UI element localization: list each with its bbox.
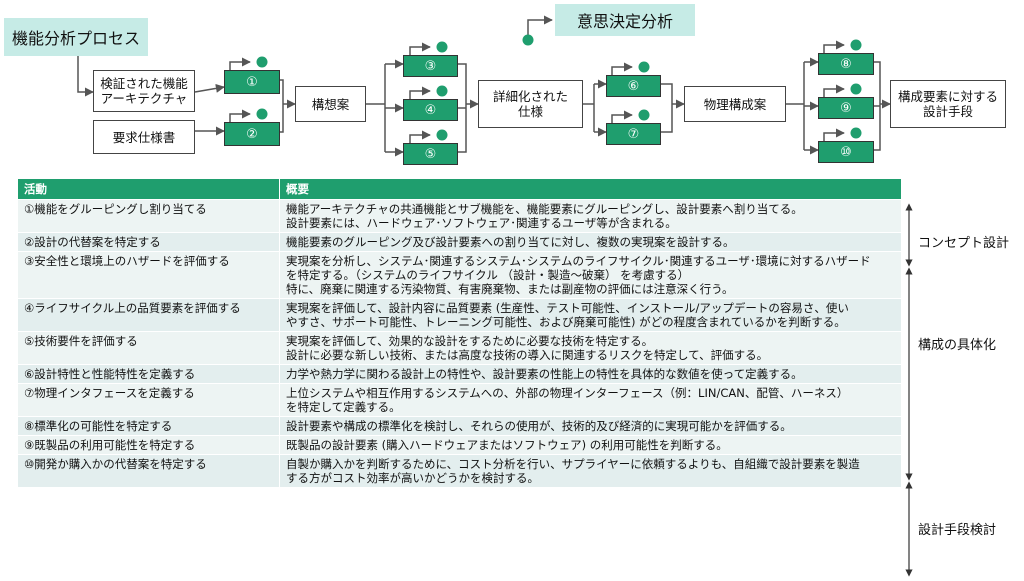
table-row: ①機能をグルーピングし割り当てる機能アーキテクチャの共通機能とサブ機能を、機能要… xyxy=(17,199,902,233)
summary-cell: 上位システムや相互作用するシステムへの、外部の物理インターフェース（例：LIN/… xyxy=(279,383,902,417)
header-summary: 概要 xyxy=(279,178,902,200)
summary-cell: 既製品の設計要素 (購入ハードウェアまたはソフトウェア) の利用可能性を判断する… xyxy=(279,435,902,455)
activities-table: 活動 概要 ①機能をグルーピングし割り当てる機能アーキテクチャの共通機能とサブ機… xyxy=(17,178,902,488)
summary-cell: 機能要素のグルーピング及び設計要素への割り当てに対し、複数の実現案を設計する。 xyxy=(279,232,902,252)
concept-plan-box: 構想案 xyxy=(295,86,366,122)
activity-cell: ①機能をグルーピングし割り当てる xyxy=(17,199,280,233)
step-box-2: ② xyxy=(224,122,280,146)
decision-analysis-callout: 意思決定分析 xyxy=(555,4,695,36)
table-row: ⑩開発か購入かの代替案を特定する自製か購入かを判断するために、コスト分析を行い、… xyxy=(17,454,902,488)
phase-brackets xyxy=(905,203,913,577)
summary-cell: 実現案を分析し、システム･関連するシステム･システムのライフサイクル･関連するユ… xyxy=(279,251,902,299)
summary-cell: 力学や熱力学に関わる設計上の特性や、設計要素の性能上の特性を具体的な数値を使って… xyxy=(279,364,902,384)
summary-cell: 自製か購入かを判断するために、コスト分析を行い、サプライヤーに依頼するよりも、自… xyxy=(279,454,902,488)
decision-dots xyxy=(256,34,862,141)
activity-cell: ⑧標準化の可能性を特定する xyxy=(17,416,280,436)
step-box-7: ⑦ xyxy=(606,123,661,145)
functional-analysis-process-callout: 機能分析プロセス xyxy=(4,18,148,56)
decision-dot-4 xyxy=(436,85,448,97)
step-box-9: ⑨ xyxy=(818,97,874,119)
decision-dot-1 xyxy=(256,56,268,68)
decision-dot-8 xyxy=(850,39,862,51)
step-box-3: ③ xyxy=(403,55,458,77)
decision-dot-3 xyxy=(436,41,448,53)
detailed-spec-box: 詳細化された 仕様 xyxy=(478,80,583,128)
decision-dot-10 xyxy=(850,127,862,139)
design-means-output-box: 構成要素に対する 設計手段 xyxy=(890,80,1006,128)
summary-cell: 設計要素や構成の標準化を検討し、それらの使用が、技術的及び経済的に実現可能かを評… xyxy=(279,416,902,436)
summary-cell: 実現案を評価して、効果的な設計をするために必要な技術を特定する。 設計に必要な新… xyxy=(279,331,902,365)
table-row: ⑨既製品の利用可能性を特定する既製品の設計要素 (購入ハードウェアまたはソフトウ… xyxy=(17,435,902,455)
activity-cell: ⑨既製品の利用可能性を特定する xyxy=(17,435,280,455)
physical-configuration-plan-box: 物理構成案 xyxy=(684,86,786,122)
process-flow-connectors xyxy=(77,15,891,157)
table-row: ⑥設計特性と性能特性を定義する力学や熱力学に関わる設計上の特性や、設計要素の性能… xyxy=(17,364,902,384)
phase-label-design-means: 設計手段検討 xyxy=(918,523,997,538)
step-box-5: ⑤ xyxy=(403,143,458,165)
table-row: ⑦物理インタフェースを定義する上位システムや相互作用するシステムへの、外部の物理… xyxy=(17,383,902,417)
decision-dot-9 xyxy=(850,83,862,95)
requirements-spec-box: 要求仕様書 xyxy=(93,120,195,154)
summary-cell: 実現案を評価して、設計内容に品質要素 (生産性、テスト可能性、インストール/アッ… xyxy=(279,298,902,332)
table-row: ⑧標準化の可能性を特定する設計要素や構成の標準化を検討し、それらの使用が、技術的… xyxy=(17,416,902,436)
step-box-10: ⑩ xyxy=(818,141,874,163)
decision-dot-5 xyxy=(436,129,448,141)
activity-cell: ②設計の代替案を特定する xyxy=(17,232,280,252)
step-box-6: ⑥ xyxy=(606,75,661,97)
decision-dot-legend xyxy=(522,34,534,46)
header-activity: 活動 xyxy=(17,178,280,200)
summary-cell: 機能アーキテクチャの共通機能とサブ機能を、機能要素にグルーピングし、設計要素へ割… xyxy=(279,199,902,233)
phase-label-concept-design: コンセプト設計 xyxy=(918,236,1010,251)
phase-label-configuration: 構成の具体化 xyxy=(918,338,997,353)
step-box-1: ① xyxy=(224,70,280,94)
step-box-4: ④ xyxy=(403,99,458,121)
decision-dot-7 xyxy=(638,109,650,121)
activity-cell: ⑥設計特性と性能特性を定義する xyxy=(17,364,280,384)
activity-cell: ⑩開発か購入かの代替案を特定する xyxy=(17,454,280,488)
decision-dot-2 xyxy=(256,108,268,120)
table-row: ③安全性と環境上のハザードを評価する実現案を分析し、システム･関連するシステム･… xyxy=(17,251,902,299)
activity-cell: ⑤技術要件を評価する xyxy=(17,331,280,365)
activity-cell: ④ライフサイクル上の品質要素を評価する xyxy=(17,298,280,332)
activity-cell: ⑦物理インタフェースを定義する xyxy=(17,383,280,417)
table-header-row: 活動 概要 xyxy=(17,178,902,200)
verified-functional-architecture-box: 検証された機能 アーキテクチャ xyxy=(93,70,195,112)
step-box-8: ⑧ xyxy=(818,53,874,75)
activity-cell: ③安全性と環境上のハザードを評価する xyxy=(17,251,280,299)
decision-dot-6 xyxy=(638,61,650,73)
table-row: ⑤技術要件を評価する実現案を評価して、効果的な設計をするために必要な技術を特定す… xyxy=(17,331,902,365)
table-row: ④ライフサイクル上の品質要素を評価する実現案を評価して、設計内容に品質要素 (生… xyxy=(17,298,902,332)
table-row: ②設計の代替案を特定する機能要素のグルーピング及び設計要素への割り当てに対し、複… xyxy=(17,232,902,252)
